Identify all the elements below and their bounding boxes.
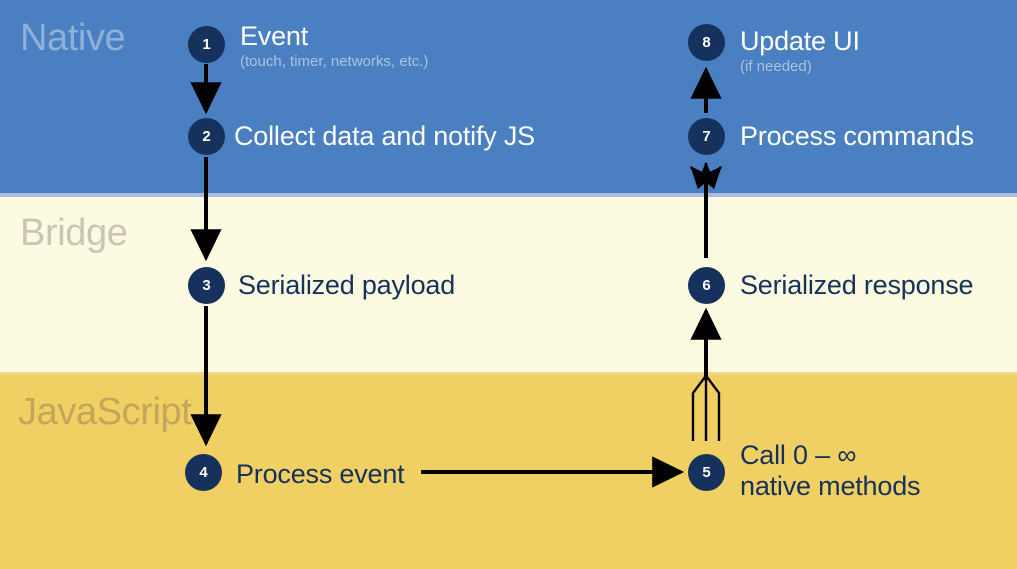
band-label-javascript: JavaScript [18, 391, 192, 433]
step-node-3[interactable]: 3 [188, 267, 225, 304]
step-title-8: Update UI [740, 26, 860, 56]
step-label-4: Process event [236, 459, 405, 490]
step-title-1: Event [240, 21, 309, 51]
step-node-6[interactable]: 6 [688, 267, 725, 304]
step-label-8: Update UI (if needed) [740, 26, 860, 76]
step-label-6: Serialized response [740, 270, 974, 301]
step-node-5[interactable]: 5 [688, 454, 725, 491]
step-title-6: Serialized response [740, 270, 974, 300]
step-title-7: Process commands [740, 121, 974, 151]
step-title-2: Collect data and notify JS [234, 121, 535, 151]
step-title-3: Serialized payload [238, 270, 456, 300]
step-label-3: Serialized payload [238, 270, 455, 301]
band-label-bridge: Bridge [20, 212, 128, 254]
step-node-8[interactable]: 8 [688, 24, 725, 61]
step-label-2: Collect data and notify JS [234, 121, 535, 152]
step-node-7[interactable]: 7 [688, 118, 725, 155]
step-node-2[interactable]: 2 [188, 118, 225, 155]
step-label-7: Process commands [740, 121, 974, 152]
step-subtitle-1: (touch, timer, networks, etc.) [240, 53, 429, 71]
band-bridge [0, 197, 1017, 372]
step-subtitle-5: native methods [740, 471, 921, 502]
step-node-1[interactable]: 1 [188, 26, 225, 63]
band-label-native: Native [20, 17, 126, 59]
step-subtitle-8: (if needed) [740, 58, 812, 76]
step-label-5: Call 0 – ∞ native methods [740, 440, 921, 503]
band-native [0, 0, 1017, 193]
step-node-4[interactable]: 4 [185, 454, 222, 491]
step-label-1: Event (touch, timer, networks, etc.) [240, 21, 428, 71]
band-divider-native-bridge [0, 193, 1017, 197]
step-title-5: Call 0 – ∞ [740, 440, 857, 470]
band-divider-bridge-javascript [0, 372, 1017, 375]
step-title-4: Process event [236, 459, 405, 489]
